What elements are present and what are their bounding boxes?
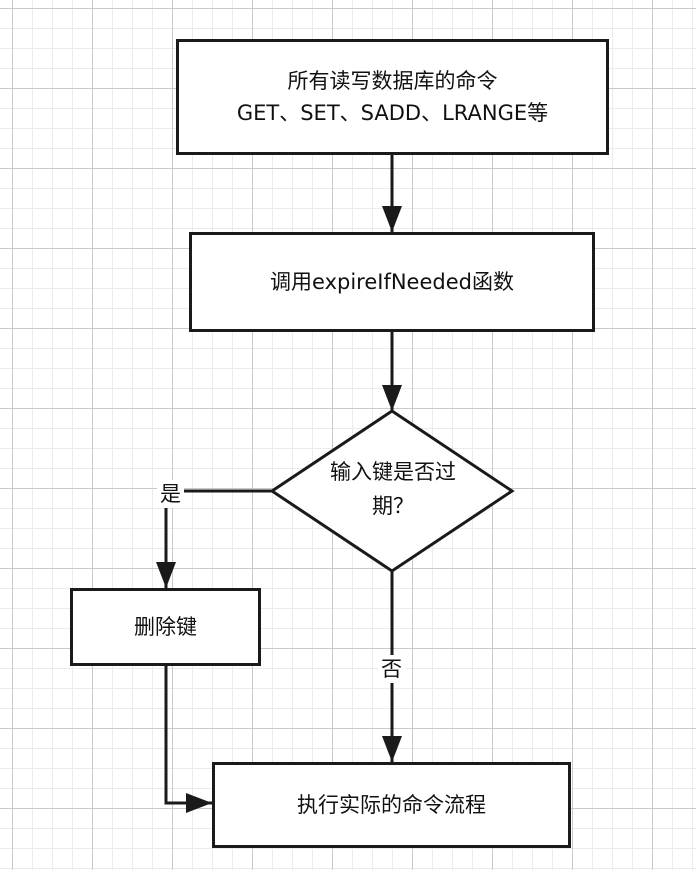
node-delete-key-label: 删除键	[134, 615, 197, 639]
arrowhead-decision-to-delete	[156, 562, 176, 588]
arrowhead-start-to-call	[382, 206, 402, 232]
arrowhead-call-to-decision	[382, 385, 402, 411]
arrowhead-delete-to-execute	[186, 793, 212, 813]
node-all-read-write-commands-line2: GET、SET、SADD、LRANGE等	[236, 101, 549, 125]
decision-key-expired-line2: 期？	[372, 494, 414, 518]
node-delete-key: 删除键	[70, 588, 261, 666]
decision-key-expired-line1: 输入键是否过	[330, 460, 456, 484]
edge-label-no: 否	[378, 655, 405, 683]
node-all-read-write-commands-line1: 所有读写数据库的命令	[287, 69, 498, 93]
node-call-expire-if-needed: 调用expireIfNeeded函数	[189, 232, 595, 332]
arrow-delete-to-execute	[164, 666, 212, 805]
edge-label-yes: 是	[157, 480, 184, 508]
decision-key-expired: 输入键是否过 期？	[290, 455, 496, 523]
node-all-read-write-commands: 所有读写数据库的命令 GET、SET、SADD、LRANGE等	[176, 39, 609, 155]
node-execute-command-label: 执行实际的命令流程	[297, 793, 486, 817]
node-call-expire-if-needed-label: 调用expireIfNeeded函数	[270, 270, 514, 294]
node-execute-command: 执行实际的命令流程	[212, 762, 571, 848]
arrowhead-decision-to-execute	[382, 736, 402, 762]
